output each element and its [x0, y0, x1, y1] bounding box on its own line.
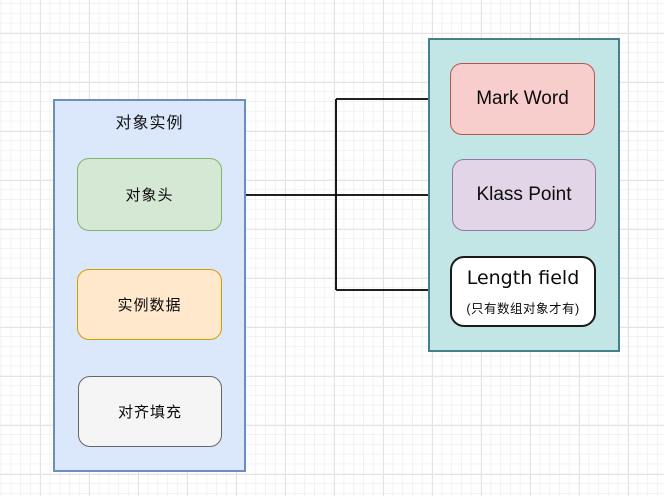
node-object-header-label: 对象头 — [125, 187, 174, 204]
node-mark-word[interactable]: Mark Word — [450, 63, 595, 135]
group-object-instance-title: 对象实例 — [115, 115, 184, 132]
node-klass-point-label: Klass Point — [476, 184, 572, 205]
node-length-field-sublabel: (只有数组对象才有) — [466, 301, 580, 316]
node-alignment-padding[interactable]: 对齐填充 — [78, 376, 222, 447]
node-length-field-label: Length field — [466, 266, 580, 289]
node-mark-word-label: Mark Word — [476, 88, 569, 109]
node-length-field[interactable]: Length field (只有数组对象才有) — [450, 256, 596, 327]
node-instance-data[interactable]: 实例数据 — [77, 269, 222, 340]
node-alignment-padding-label: 对齐填充 — [117, 404, 182, 421]
node-object-header[interactable]: 对象头 — [77, 158, 222, 231]
node-klass-point[interactable]: Klass Point — [452, 159, 596, 231]
node-instance-data-label: 实例数据 — [117, 297, 182, 314]
